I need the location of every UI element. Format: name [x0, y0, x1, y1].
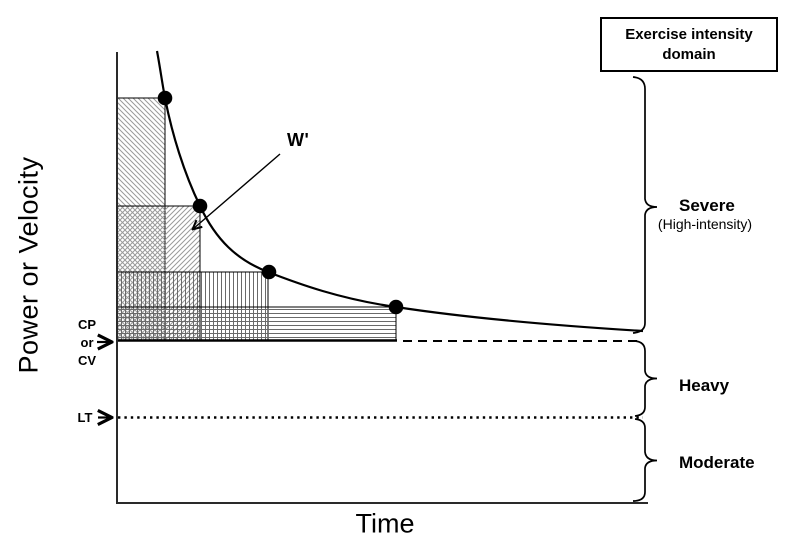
severe-brace: [632, 76, 658, 334]
cp-label-line3: CV: [77, 353, 97, 368]
high-intensity-sublabel: (High-intensity): [657, 216, 753, 232]
moderate-domain-label: Moderate: [679, 453, 755, 472]
domain-box-title-line1: Exercise intensity: [625, 26, 753, 43]
cp-label-line2: or: [80, 335, 94, 350]
data-point-2: [192, 198, 208, 214]
data-point-4: [388, 299, 404, 315]
cp-cv-label: CP or CV: [68, 316, 106, 370]
wprime-rect-4: [116, 306, 397, 341]
data-point-3: [261, 264, 277, 280]
domain-box-title-line2: domain: [662, 45, 716, 63]
wprime-rectangles: [116, 97, 397, 341]
severe-domain-label: Severe: [679, 196, 735, 215]
heavy-brace: [634, 340, 658, 417]
exercise-intensity-domain-box: Exercise intensity domain: [600, 17, 778, 72]
x-axis-label: Time: [355, 508, 415, 539]
heavy-domain-label: Heavy: [679, 376, 730, 395]
cp-label-line1: CP: [77, 317, 97, 332]
data-point-1: [157, 90, 173, 106]
domain-braces: [632, 76, 658, 502]
moderate-brace: [632, 418, 658, 502]
wprime-arrow-icon: [193, 153, 281, 229]
lt-label: LT: [77, 410, 93, 425]
wprime-label: W': [287, 130, 310, 150]
y-axis-label: Power or Velocity: [13, 156, 44, 374]
data-points: [157, 90, 404, 315]
